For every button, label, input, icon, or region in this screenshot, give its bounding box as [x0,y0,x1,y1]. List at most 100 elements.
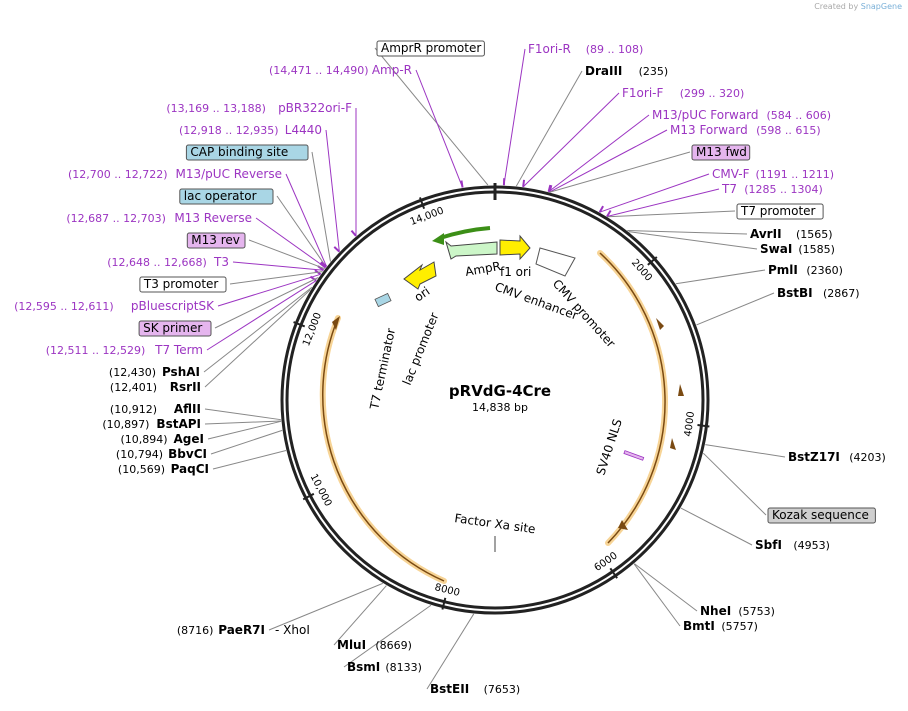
label-bsteii: BstEII(7653) [430,682,520,696]
enzyme-name: PaqCI [171,462,209,476]
leader-line [212,449,287,470]
label-bstbi: BstBI(2867) [777,286,860,300]
primer-name: CMV-F [712,167,750,181]
leader-line [203,287,313,373]
label-box [139,276,227,293]
primer-tick [319,262,327,269]
label-sk-primer: SK primer [138,320,212,337]
label-box [179,188,274,205]
orf-arrow-right [599,252,666,544]
label-text: AmprR promoter [381,41,481,55]
label-m13-rev: M13 rev [186,232,246,249]
enzyme-name: RsrII [170,380,201,394]
label-aflii: AflII(10,912) [110,402,201,416]
enzyme-position: (5757) [721,620,758,633]
label-bsmi: BsmI(8133) [347,660,422,674]
label-pmli: PmlI(2360) [768,263,843,277]
tick-mark [302,492,315,501]
enzyme-name: PshAI [162,365,200,379]
label-text: SK primer [143,321,202,335]
primer-position: (299 .. 320) [680,87,745,100]
leader-line [204,420,282,425]
orf-arrowhead [332,316,340,330]
primer-tick [547,184,552,193]
enzyme-position: (2867) [823,287,860,300]
primer-tick [522,179,526,187]
ori-feature-arrow [403,261,437,290]
primer-name: pBluescriptSK [131,299,215,313]
primer-name: M13/pUC Reverse [176,167,283,181]
leader-line [343,604,432,668]
label-cap-binding-site: CAP binding site [185,144,309,161]
primer-tick [333,246,341,253]
label-bstapi: BstAPI(10,897) [102,417,201,431]
label-t7: T7 (1285 .. 1304) [721,182,823,196]
primer-position: (13,169 .. 13,188) [166,102,266,115]
leader-line [705,444,786,458]
enzyme-position: (5753) [738,605,775,618]
primer-position: (12,511 .. 12,529) [46,344,146,357]
primer-name: T7 Term [154,343,203,357]
label-m13-fwd: M13 fwd [691,144,751,161]
leader-line [549,129,668,193]
primer-name: M13/pUC Forward [652,108,759,122]
enzyme-name: AflII [174,402,201,416]
primer-name: L4440 [285,123,322,137]
feature-label-f1-ori: f1 ori [500,265,531,279]
label-bbvci: BbvCI(10,794) [116,447,207,461]
primer-tick [320,261,328,268]
leader-line [503,48,526,186]
enzyme-position: (8716) [177,624,214,637]
label-text: Kozak sequence [772,508,869,522]
enzyme-position: (8133) [385,661,422,674]
leader-line [248,239,325,270]
primer-name: T7 [721,182,737,196]
lac-feature [374,292,392,308]
leaders-layer [203,47,786,690]
label-text: lac operator [184,189,257,203]
enzyme-position: (10,569) [118,463,165,476]
label-f1ori-f: F1ori-F(299 .. 320) [622,86,744,100]
label-cmv-f: CMV-F(1191 .. 1211) [712,167,834,181]
leader-line [633,563,681,627]
leader-line [229,271,323,285]
label-kozak: Kozak sequence [767,507,876,524]
label-bstz17i: BstZ17I(4203) [788,450,886,464]
leader-line [675,269,766,285]
label-f1ori-r: F1ori-R(89 .. 108) [528,42,643,56]
enzyme-name: BmtI [683,619,715,633]
leader-line [522,92,620,188]
label-text: M13 rev [191,233,240,247]
label-sbfi: SbfI (4953) [755,538,830,552]
enzyme-name: SbfI [755,538,782,552]
primer-position: (12,918 .. 12,935) [179,124,279,137]
label-rsrii: RsrII (12,401) [110,380,201,394]
enzyme-name: BstAPI [156,417,201,431]
leader-line [634,563,698,612]
orf-arrowhead [618,520,628,530]
tick-label: 4000 [683,411,697,438]
enzyme-position: (12,401) [110,381,157,394]
leader-line [217,273,321,307]
sv40-nls-feature [623,450,645,461]
leader-line [325,129,340,252]
enzyme-name: PmlI [768,263,798,277]
enzyme-position: (1585) [798,243,835,256]
label-paer7i: PaeR7I(8716) [177,623,265,637]
enzyme-position: (4953) [793,539,830,552]
primer-position: (1285 .. 1304) [744,183,823,196]
label-t7-promoter: T7 promoter [736,203,824,220]
primer-tick [460,180,464,188]
enzyme-name: MluI [337,638,366,652]
f1-ori-feature-arrow [499,234,531,261]
enzyme-position: (7653) [484,683,521,696]
leader-line [204,289,311,388]
orf-halo-right [597,250,668,546]
enzyme-position: (10,894) [121,433,168,446]
enzyme-name: BbvCI [168,447,207,461]
primer-name: F1ori-R [528,42,571,56]
label-bmti: BmtI (5757) [683,619,758,633]
green-arrow [439,226,491,240]
